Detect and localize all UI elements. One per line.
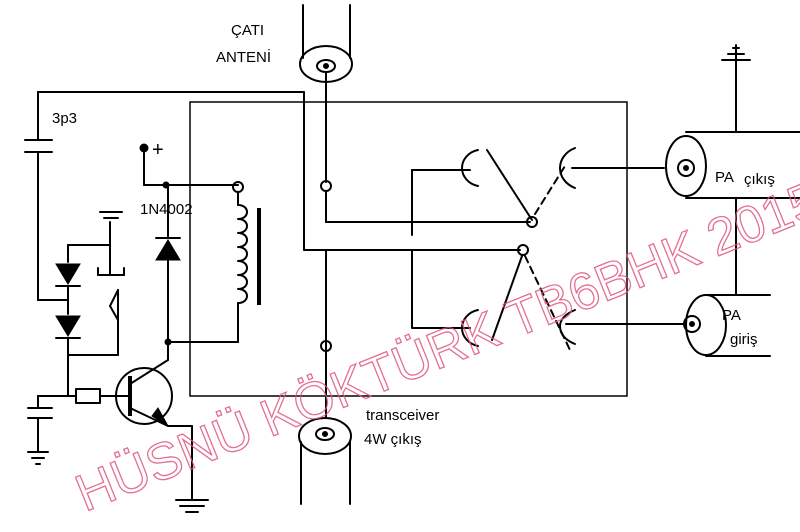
pa-output-label-2: çıkış (744, 171, 775, 188)
relay-coil (167, 181, 261, 343)
driver-transistor (115, 341, 173, 427)
pa-output-connector (665, 44, 800, 296)
relay-contact-upper (411, 147, 665, 236)
filter-capacitor (27, 395, 53, 465)
base-resistor (37, 354, 131, 404)
watermark: HÜSNÜ KÖKTÜRK TB6BHK 2015 RÖLE DRIVER (68, 33, 800, 523)
transceiver-label-2: 4W çıkış (364, 431, 422, 448)
emitter-ground (167, 425, 209, 513)
diode-label: 1N4002 (140, 201, 193, 218)
roof-antenna-connector (299, 4, 353, 104)
pa-input-label-2: giriş (730, 331, 758, 348)
pa-input-label-1: PA (722, 307, 741, 324)
rf-through-line (320, 102, 531, 419)
supply-plus-label: + (152, 139, 164, 161)
relay-box (189, 101, 628, 397)
detector-diodes (55, 244, 119, 356)
switch-ground (97, 211, 125, 356)
transceiver-label-1: transceiver (366, 407, 439, 424)
roof-antenna-label-1: ÇATI (231, 22, 264, 39)
coupling-capacitor (24, 91, 327, 301)
relay-contact-lower (411, 244, 684, 351)
pa-output-label-1: PA (715, 169, 734, 186)
transceiver-connector (298, 417, 352, 505)
pa-input-connector (683, 294, 771, 357)
capacitor-label: 3p3 (52, 110, 77, 127)
supply-node (139, 143, 239, 189)
roof-antenna-label-2: ANTENİ (216, 48, 271, 66)
